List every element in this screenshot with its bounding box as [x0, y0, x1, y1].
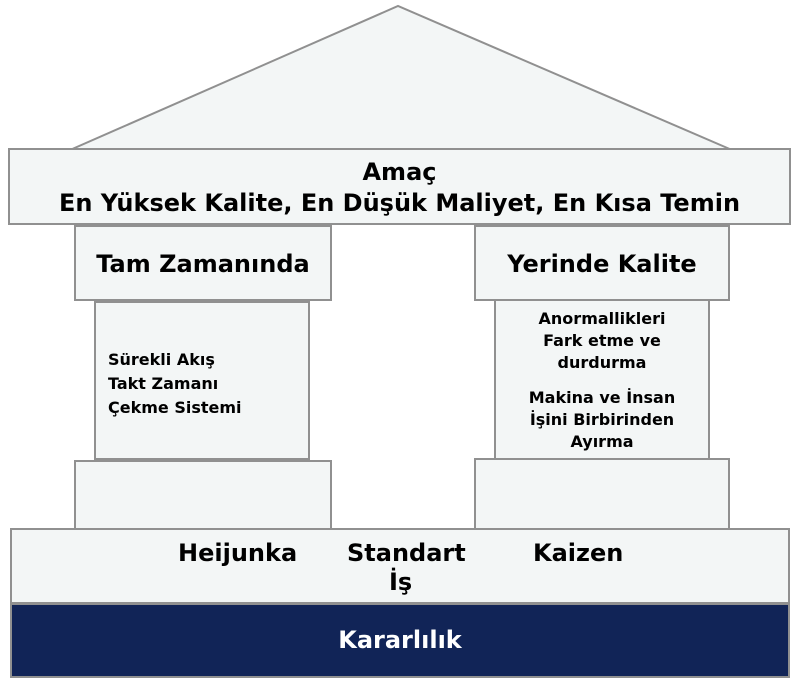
right-pillar-capital: [474, 225, 730, 301]
foundation-standart: Standart: [347, 539, 466, 567]
foundation-heijunka: Heijunka: [178, 539, 298, 567]
base-bar: [10, 603, 790, 678]
base-label: Kararlılık: [338, 626, 462, 654]
left-pillar-capital: [74, 225, 332, 301]
left-pillar-item: Sürekli Akış: [108, 350, 215, 369]
right-pillar-header: Yerinde Kalite: [507, 250, 697, 278]
foundation-kaizen: Kaizen: [533, 539, 624, 567]
foundation-beam: [10, 528, 790, 604]
right-pillar-item: Anormallikleri: [538, 309, 666, 328]
right-pillar-block-2: Makina ve İnsan İşini Birbirinden Ayırma: [494, 387, 710, 453]
right-pillar-item: durdurma: [557, 353, 647, 372]
roof: [69, 4, 733, 151]
right-pillar-item: İşini Birbirinden: [529, 410, 675, 429]
right-pillar-item: Makina ve İnsan: [528, 388, 676, 407]
right-pillar-base: [474, 458, 730, 530]
left-pillar-shaft: [94, 301, 310, 460]
left-pillar-items: Sürekli Akış Takt Zamanı Çekme Sistemi: [108, 348, 242, 420]
left-pillar-item: Takt Zamanı: [108, 374, 219, 393]
left-pillar-item: Çekme Sistemi: [108, 398, 242, 417]
roof-triangle: [69, 4, 733, 151]
left-pillar-base: [74, 460, 332, 530]
goal-beam: [8, 148, 791, 225]
goal-subtitle: En Yüksek Kalite, En Düşük Maliyet, En K…: [58, 189, 741, 217]
foundation-is: İş: [389, 568, 413, 596]
right-pillar-item: Ayırma: [570, 432, 634, 451]
right-pillar-block-1: Anormallikleri Fark etme ve durdurma: [494, 308, 710, 374]
goal-title: Amaç: [362, 158, 437, 186]
left-pillar-header: Tam Zamanında: [96, 250, 310, 278]
right-pillar-shaft: [494, 299, 710, 460]
right-pillar-item: Fark etme ve: [543, 331, 661, 350]
